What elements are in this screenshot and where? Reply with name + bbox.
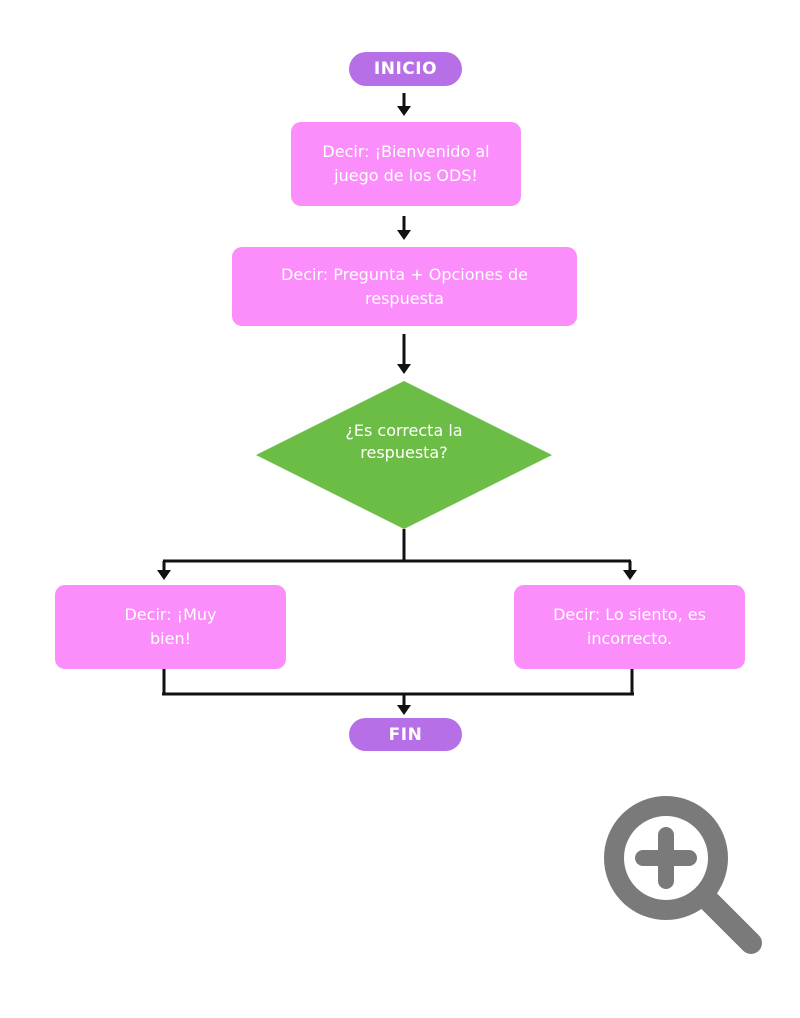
arrowhead-step2-decision bbox=[397, 364, 411, 374]
arrowhead-branch-left bbox=[157, 570, 171, 580]
process-incorrect-label: Decir: Lo siento, es incorrecto. bbox=[553, 605, 706, 648]
process-welcome: Decir: ¡Bienvenido al juego de los ODS! bbox=[291, 122, 521, 206]
zoom-in-icon[interactable] bbox=[600, 795, 765, 959]
decision-diamond bbox=[256, 381, 552, 529]
start-label: INICIO bbox=[373, 59, 438, 79]
decision-label: ¿Es correcta la respuesta? bbox=[345, 421, 463, 462]
end-terminal: FIN bbox=[349, 718, 462, 751]
process-correct: Decir: ¡Muy bien! bbox=[55, 585, 286, 669]
process-welcome-label: Decir: ¡Bienvenido al juego de los ODS! bbox=[322, 142, 490, 185]
end-label: FIN bbox=[388, 724, 423, 745]
process-question: Decir: Pregunta + Opciones de respuesta bbox=[232, 247, 577, 326]
process-correct-label: Decir: ¡Muy bien! bbox=[124, 605, 217, 648]
process-question-label: Decir: Pregunta + Opciones de respuesta bbox=[281, 264, 528, 308]
arrowhead-step1-step2 bbox=[397, 230, 411, 240]
start-terminal: INICIO bbox=[349, 52, 462, 86]
arrowhead-branch-right bbox=[623, 570, 637, 580]
arrowhead-start-step1 bbox=[397, 106, 411, 116]
process-incorrect: Decir: Lo siento, es incorrecto. bbox=[514, 585, 745, 669]
arrowhead-merge-end bbox=[397, 705, 411, 715]
